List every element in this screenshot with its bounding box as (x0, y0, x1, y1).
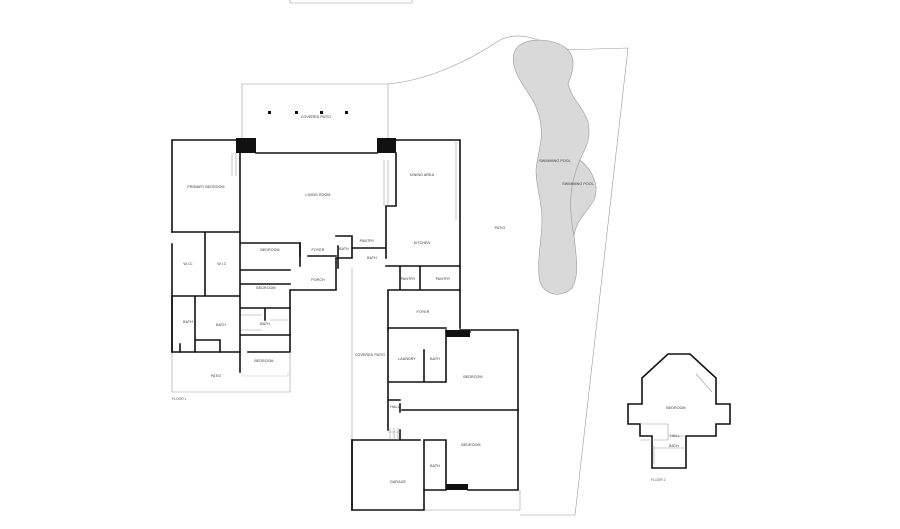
floor-1-label: FLOOR 1 (172, 397, 187, 401)
wall-block-mid (446, 330, 470, 337)
label-bath-b: BATH (367, 256, 377, 260)
label-bath-floor2: BATH (669, 444, 679, 448)
label-living-room: LIVING ROOM (305, 193, 330, 197)
swimming-pool-shape (512, 39, 597, 295)
label-foyer: FOYER (312, 248, 325, 252)
label-laundry: LAUNDRY (398, 357, 416, 361)
label-bath-f: BATH (430, 464, 440, 468)
label-kitchen: KITCHEN (414, 241, 431, 245)
label-bedroom-floor2: BEDROOM (666, 406, 685, 410)
covered-patio-top-outline (241, 83, 389, 140)
label-bath-c: BATH (183, 320, 193, 324)
label-swimming-pool-2: SWIMMING POOL (562, 182, 593, 186)
pool-divider (570, 159, 581, 237)
house-outer-wall (171, 139, 519, 491)
label-pantry-c: PANTRY (436, 277, 451, 281)
label-pantry-b: PANTRY (401, 277, 416, 281)
label-bedroom-d: BEDROOM (463, 375, 482, 379)
label-pantry-a: PANTRY (360, 239, 375, 243)
label-bath-laundry: BATH (430, 357, 440, 361)
patio-left-bottom-line (241, 372, 289, 377)
label-porch: PORCH (311, 278, 325, 282)
label-bedroom-e: BEDROOM (461, 443, 480, 447)
bath-interior (241, 314, 288, 331)
label-primary-bedroom: PRIMARY BEDROOM (187, 185, 224, 189)
label-wic-1: W.I.C (183, 262, 193, 266)
stair-lines (388, 428, 400, 440)
left-wing-walls (171, 139, 301, 373)
label-foyer2: FOYER (417, 310, 430, 314)
label-garage: GARAGE (390, 480, 406, 484)
label-bedroom-a: BEDROOM (260, 248, 279, 252)
label-covered-patio-top: COVERED PATIO (301, 115, 331, 119)
wall-block-bottom (446, 484, 468, 490)
label-bath-a: BATH (339, 247, 349, 251)
label-hall: HALL (390, 405, 399, 409)
floor2-outline (627, 353, 731, 469)
floor-2-label: FLOOR 2 (651, 478, 666, 482)
label-dining-area: DINING AREA (410, 173, 435, 177)
label-patio-left: PATIO (211, 374, 222, 378)
label-bath-d: BATH (216, 323, 226, 327)
label-bedroom-c: BEDROOM (254, 359, 273, 363)
label-bedroom-b: BEDROOM (256, 286, 275, 290)
covered-patio-mid-line (351, 268, 521, 511)
label-swimming-pool-1: SWIMMING POOL (539, 159, 570, 163)
sliding-door (231, 153, 389, 206)
label-wic-2: W.I.C (217, 262, 227, 266)
top-boundary-line (289, 0, 413, 4)
center-walls (299, 152, 461, 331)
label-covered-patio-mid: COVERED PATIO (355, 353, 385, 357)
label-hall-floor2: HALL (670, 434, 679, 438)
column-block-right (377, 138, 396, 153)
label-bath-e: BATH (260, 322, 270, 326)
label-patio-right: PATIO (495, 226, 506, 230)
outer-patio-line (171, 352, 291, 393)
column-block-left (236, 138, 256, 153)
garage-walls (351, 439, 425, 511)
floor2-interior (640, 373, 713, 464)
closet-walls (179, 339, 221, 353)
